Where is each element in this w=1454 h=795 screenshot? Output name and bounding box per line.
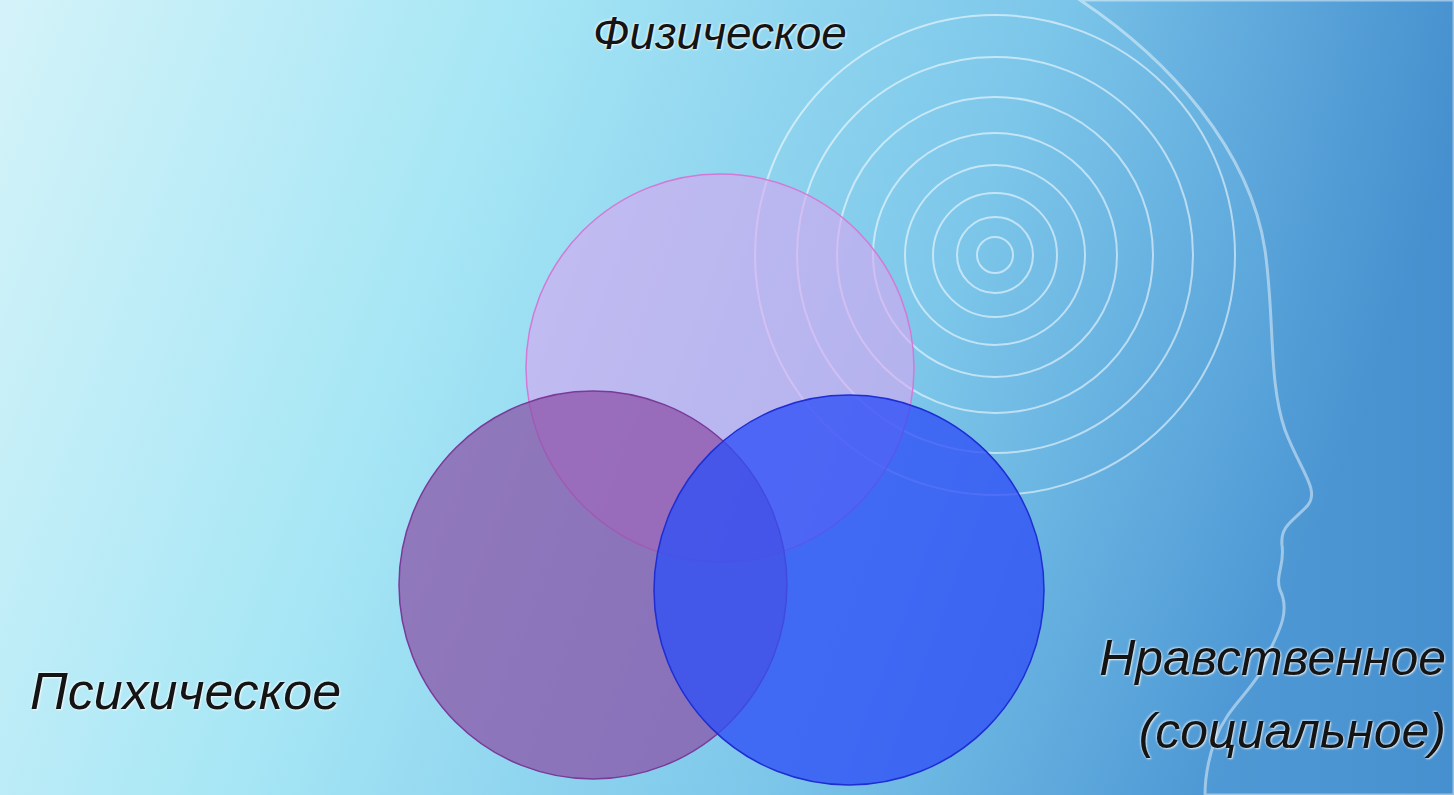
circle-label: Психическое: [30, 654, 341, 729]
circle-shape: [653, 394, 1045, 786]
circle-outline: [654, 395, 1044, 785]
circle-label: Нравственное (социальное): [1026, 622, 1446, 767]
venn-circle: Нравственное (социальное): [653, 394, 1045, 786]
circle-label: Физическое: [593, 0, 847, 67]
